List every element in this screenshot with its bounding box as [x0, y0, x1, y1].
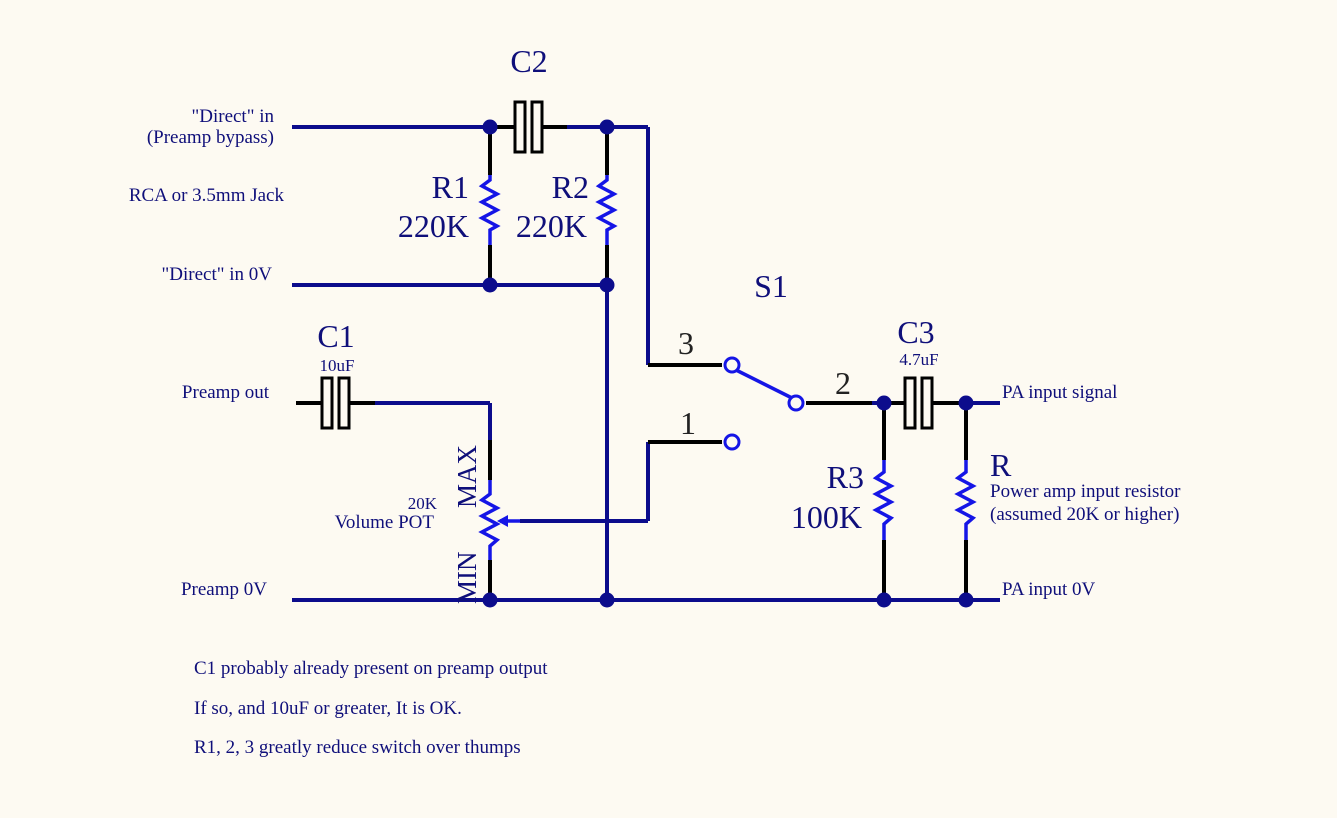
preamp-0v-label: Preamp 0V [181, 579, 267, 600]
junction-dot [958, 592, 974, 608]
pa-input-signal-label: PA input signal [1002, 382, 1117, 403]
switch-contact-1 [723, 433, 741, 451]
r3-name: R3 [827, 459, 864, 495]
c2-name: C2 [510, 43, 547, 79]
r-desc-line1: Power amp input resistor [990, 481, 1181, 502]
direct-in-label: "Direct" in [191, 106, 274, 127]
switch-contact-2 [787, 394, 805, 412]
preamp-out-label: Preamp out [182, 382, 270, 403]
pot-max-label: MAX [452, 444, 482, 508]
pot-value: 20K [408, 494, 438, 513]
pot-wiper-arrow [497, 515, 508, 527]
junction-dot [482, 277, 498, 293]
r3-value: 100K [791, 499, 862, 535]
rca-jack-label: RCA or 3.5mm Jack [129, 185, 285, 206]
pa-input-0v-label: PA input 0V [1002, 579, 1096, 600]
junction-dot [876, 395, 892, 411]
switch-s1 [723, 356, 805, 451]
junction-nodes [482, 119, 974, 608]
preamp-bypass-label: (Preamp bypass) [147, 127, 274, 148]
r1-name: R1 [432, 169, 469, 205]
switch-blade [735, 368, 793, 400]
s1-pin2-label: 2 [835, 365, 851, 401]
r1-value: 220K [398, 208, 469, 244]
switch-contact-3 [723, 356, 741, 374]
c3-name: C3 [897, 314, 934, 350]
s1-pin1-label: 1 [680, 405, 696, 441]
capacitor-c1 [320, 376, 351, 430]
junction-dot [599, 119, 615, 135]
resistor-r3 [872, 460, 895, 540]
note-line-1: C1 probably already present on preamp ou… [194, 658, 548, 679]
junction-dot [482, 119, 498, 135]
capacitor-c3 [903, 376, 934, 430]
resistor-r1 [478, 175, 501, 245]
junction-dot [599, 277, 615, 293]
pot-name: Volume POT [335, 512, 435, 533]
junction-dot [482, 592, 498, 608]
r2-name: R2 [552, 169, 589, 205]
note-line-3: R1, 2, 3 greatly reduce switch over thum… [194, 737, 521, 758]
resistor-r2 [595, 175, 618, 245]
resistor-r [954, 460, 977, 540]
r-name: R [990, 447, 1012, 483]
s1-name: S1 [754, 268, 788, 304]
pot-min-label: MIN [452, 552, 482, 605]
junction-dot [958, 395, 974, 411]
c3-value: 4.7uF [899, 350, 938, 369]
capacitor-c2 [513, 100, 544, 154]
direct-in-0v-label: "Direct" in 0V [162, 264, 273, 285]
c1-value: 10uF [320, 356, 355, 375]
note-line-2: If so, and 10uF or greater, It is OK. [194, 698, 462, 719]
s1-pin3-label: 3 [678, 325, 694, 361]
junction-dot [876, 592, 892, 608]
r2-value: 220K [516, 208, 587, 244]
c1-name: C1 [317, 318, 354, 354]
junction-dot [599, 592, 615, 608]
r-desc-line2: (assumed 20K or higher) [990, 504, 1179, 525]
volume-potentiometer [478, 480, 520, 560]
